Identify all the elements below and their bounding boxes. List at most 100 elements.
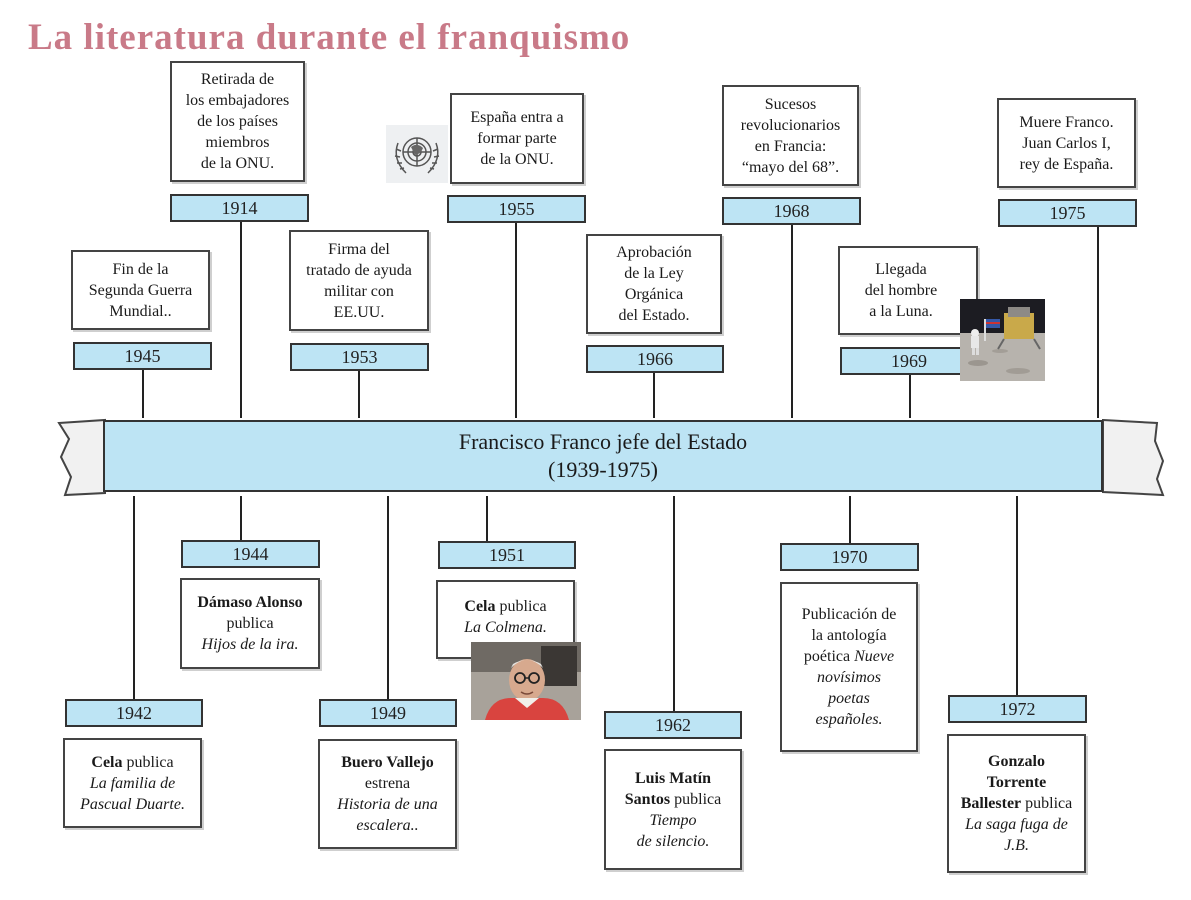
timeline-banner: Francisco Franco jefe del Estado (1939-1…	[57, 417, 1165, 497]
event-1970-work: novísimos	[817, 669, 881, 686]
year-1942: 1942	[65, 699, 203, 727]
year-1970: 1970	[780, 543, 919, 571]
event-1942-verb: publica	[127, 754, 174, 771]
event-1972-author: Gonzalo	[988, 753, 1045, 770]
year-1972: 1972	[948, 695, 1087, 723]
event-1970-line: la antología	[811, 625, 886, 646]
event-1972-author-line: Torrente	[987, 772, 1047, 793]
year-1944: 1944	[181, 540, 320, 568]
event-1970-work-line: novísimos	[817, 667, 881, 688]
year-1949: 1949	[319, 699, 457, 727]
event-1942-box: Cela publica La familia de Pascual Duart…	[63, 738, 202, 828]
event-1972-work: J.B.	[1004, 837, 1029, 854]
connector-1962	[673, 496, 675, 711]
connector-1966	[653, 373, 655, 418]
event-1975-line: rey de España.	[1020, 154, 1114, 175]
connector-1945	[142, 370, 144, 418]
cela-portrait-photo	[471, 642, 581, 720]
event-1951-verb: publica	[500, 598, 547, 615]
event-1968-line: “mayo del 68”.	[742, 157, 839, 178]
event-1953-line: Firma del	[328, 239, 390, 260]
year-1955: 1955	[447, 195, 586, 223]
event-1970-work-line: poetas	[828, 688, 870, 709]
event-1970-line: Publicación de	[802, 604, 897, 625]
event-1968-line: revolucionarios	[741, 115, 841, 136]
event-1972-author: Torrente	[987, 774, 1047, 791]
event-1949-author: Buero Vallejo	[341, 754, 434, 771]
event-1945-line: Fin de la	[113, 259, 169, 280]
event-1914-line: de los países	[197, 111, 278, 132]
connector-1942	[133, 496, 135, 699]
event-1968-line: en Francia:	[755, 136, 827, 157]
event-1969-line: Llegada	[875, 259, 927, 280]
event-1949-author-line: Buero Vallejo	[341, 752, 434, 773]
year-1975: 1975	[998, 199, 1137, 227]
year-1953: 1953	[290, 343, 429, 371]
event-1944-verb: publica	[226, 613, 273, 634]
event-1951-work-line: La Colmena.	[464, 617, 547, 638]
event-1962-work: Tiempo	[649, 812, 696, 829]
banner-line-2: (1939-1975)	[548, 456, 658, 484]
event-1962-author-line: Santos publica	[625, 789, 721, 810]
event-1966-box: Aprobación de la Ley Orgánica del Estado…	[586, 234, 722, 334]
un-emblem-icon	[386, 125, 448, 183]
event-1962-author-line: Luis Matín	[635, 768, 711, 789]
connector-1953	[358, 371, 360, 418]
year-1945: 1945	[73, 342, 212, 370]
event-1942-author-line: Cela publica	[91, 752, 173, 773]
event-1972-box: Gonzalo Torrente Ballester publica La sa…	[947, 734, 1086, 873]
banner-line-1: Francisco Franco jefe del Estado	[459, 428, 747, 456]
connector-1914	[240, 222, 242, 418]
event-1970-work: españoles.	[815, 711, 882, 728]
event-1942-work-line: La familia de	[90, 773, 175, 794]
event-1914-line: Retirada de	[201, 69, 274, 90]
event-1966-line: de la Ley	[624, 263, 684, 284]
event-1942-work: Pascual Duarte.	[80, 796, 185, 813]
event-1975-line: Juan Carlos I,	[1022, 133, 1110, 154]
year-1968: 1968	[722, 197, 861, 225]
event-1953-line: tratado de ayuda	[306, 260, 412, 281]
event-1972-author-line: Gonzalo	[988, 751, 1045, 772]
year-1962: 1962	[604, 711, 742, 739]
event-1975-line: Muere Franco.	[1019, 112, 1113, 133]
event-1972-author-line: Ballester publica	[961, 793, 1073, 814]
event-1953-box: Firma del tratado de ayuda militar con E…	[289, 230, 429, 331]
connector-1968	[791, 225, 793, 418]
event-1968-box: Sucesos revolucionarios en Francia: “may…	[722, 85, 859, 186]
event-1914-box: Retirada de los embajadores de los paíse…	[170, 61, 305, 182]
page-title: La literatura durante el franquismo	[28, 16, 630, 59]
event-1968-line: Sucesos	[765, 94, 817, 115]
year-1951: 1951	[438, 541, 576, 569]
event-1914-line: de la ONU.	[201, 153, 274, 174]
event-1953-line: EE.UU.	[334, 302, 385, 323]
connector-1969	[909, 375, 911, 418]
event-1966-line: Orgánica	[625, 284, 683, 305]
event-1975-box: Muere Franco. Juan Carlos I, rey de Espa…	[997, 98, 1136, 188]
event-1944-author-line: Dámaso Alonso	[197, 592, 302, 613]
event-1962-work: de silencio.	[637, 833, 710, 850]
event-1942-work-line: Pascual Duarte.	[80, 794, 185, 815]
year-1914: 1914	[170, 194, 309, 222]
event-1969-box: Llegada del hombre a la Luna.	[838, 246, 978, 335]
connector-1970	[849, 496, 851, 543]
event-1962-box: Luis Matín Santos publica Tiempo de sile…	[604, 749, 742, 870]
event-1972-work-line: J.B.	[1004, 835, 1029, 856]
event-1969-line: del hombre	[865, 280, 937, 301]
event-1970-line-text: poética	[804, 648, 850, 665]
event-1970-line: poética Nueve	[804, 646, 894, 667]
event-1970-work: poetas	[828, 690, 870, 707]
connector-1975	[1097, 227, 1099, 418]
event-1970-work-line: españoles.	[815, 709, 882, 730]
year-1966: 1966	[586, 345, 724, 373]
event-1942-work: La familia de	[90, 775, 175, 792]
event-1945-box: Fin de la Segunda Guerra Mundial..	[71, 250, 210, 330]
event-1962-author: Santos	[625, 791, 670, 808]
event-1970-work: Nueve	[854, 648, 894, 665]
event-1949-verb: estrena	[365, 773, 410, 794]
connector-1972	[1016, 496, 1018, 695]
event-1972-work: La saga fuga de	[965, 816, 1068, 833]
event-1955-box: España entra a formar parte de la ONU.	[450, 93, 584, 184]
event-1944-author: Dámaso Alonso	[197, 594, 302, 611]
event-1951-author: Cela	[464, 598, 495, 615]
connector-1944	[240, 496, 242, 540]
